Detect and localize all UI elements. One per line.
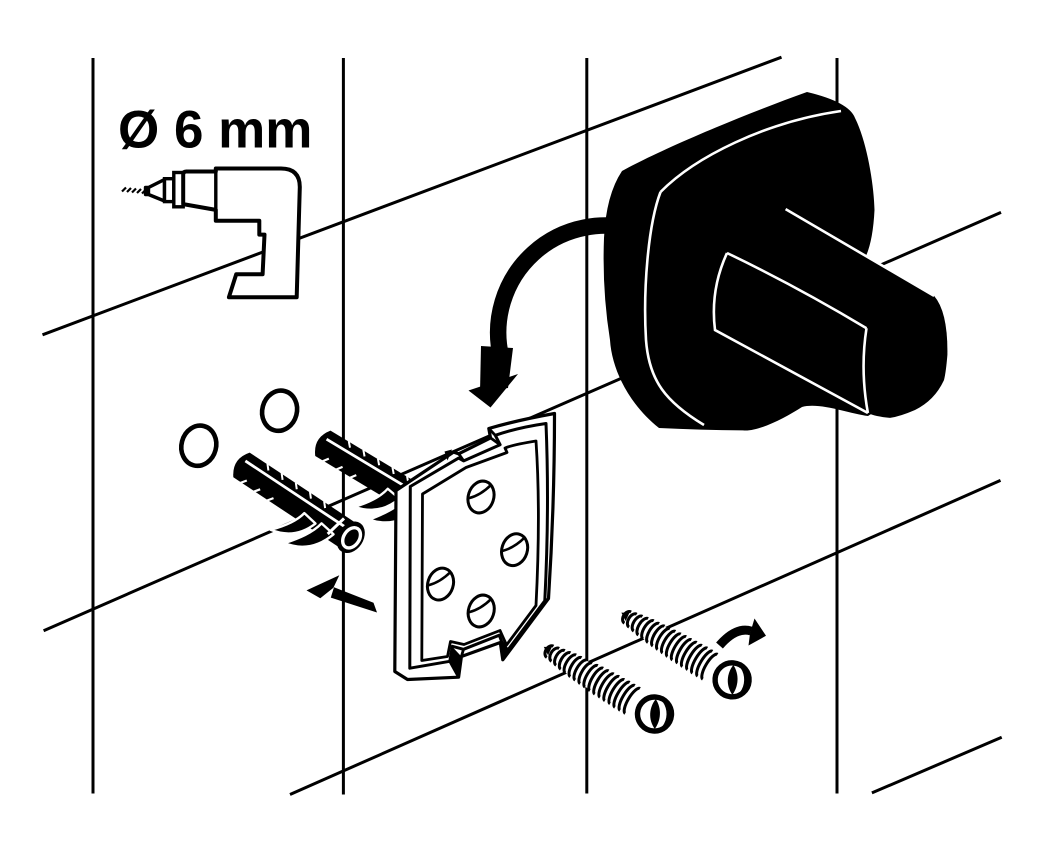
svg-text:Ø 6 mm: Ø 6 mm (118, 101, 312, 160)
